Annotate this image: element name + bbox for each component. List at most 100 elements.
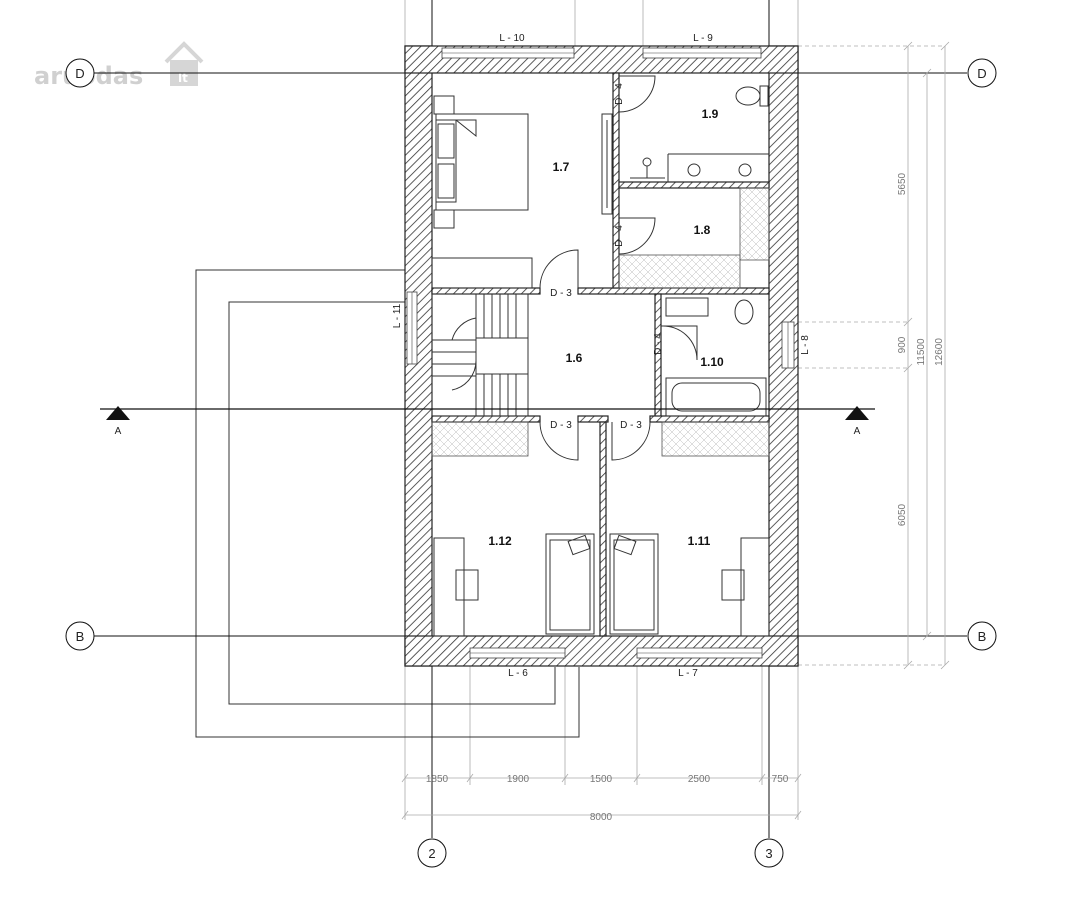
- furniture-bedroom-17: [431, 95, 613, 289]
- axis-label-3: 3: [765, 846, 772, 861]
- axis-bubble-b-left: [65, 621, 95, 651]
- door-label-d4-mid: D - 4: [614, 225, 625, 247]
- axis-label-d-left: D: [75, 66, 84, 81]
- window-label-l10: L - 10: [499, 33, 525, 44]
- dim-bottom-3: 1500: [590, 774, 613, 785]
- axis-label-b-left: B: [76, 629, 85, 644]
- furniture-rooms-111-112: [431, 421, 770, 637]
- door-label-d3-left: D - 3: [550, 420, 572, 431]
- axis-bubble-2: [417, 838, 447, 868]
- dim-right-11500: 11500: [916, 338, 927, 366]
- dim-bottom-4: 2500: [688, 774, 711, 785]
- toilet-19: [735, 86, 761, 106]
- furniture-bathroom-110: [665, 297, 767, 417]
- window-label-l11: L - 11: [392, 303, 403, 328]
- watermark-roof-icon: [164, 41, 204, 64]
- desk-111: [740, 537, 770, 637]
- bedroom-shelf: [431, 257, 533, 289]
- dim-right-5650: 5650: [897, 172, 908, 195]
- room-1-8: 1.8: [694, 223, 711, 237]
- section-label-right: A: [854, 426, 861, 437]
- dim-right-900: 900: [897, 336, 908, 353]
- bedroom-wardrobe: [601, 113, 613, 215]
- dim-total-width: 8000: [590, 812, 613, 823]
- door-label-d3-hall: D - 3: [550, 288, 572, 299]
- wardrobe-112: [431, 421, 529, 457]
- room-1-6: 1.6: [566, 351, 583, 365]
- toilet-110: [734, 299, 754, 325]
- section-arrow-right-icon: [845, 406, 869, 420]
- dim-right-12600: 12600: [934, 338, 945, 366]
- windows: [406, 47, 795, 659]
- section-arrow-left-icon: [106, 406, 130, 420]
- staircase: [431, 293, 529, 417]
- shower-head: [642, 157, 652, 167]
- door-label-d3-right: D - 3: [620, 420, 642, 431]
- dimension-chain-bottom: [401, 773, 802, 820]
- watermark-tld: lt: [178, 71, 188, 85]
- furniture-bathroom-19: [630, 85, 769, 182]
- sink-110: [665, 297, 709, 317]
- terrace-outline: [195, 269, 580, 738]
- axis-bubbles: [65, 58, 997, 868]
- wall-hall-top-left: [431, 287, 541, 295]
- dim-bottom-1: 1850: [426, 774, 449, 785]
- wall-hall-top-right: [577, 287, 770, 295]
- axis-label-d-right: D: [977, 66, 986, 81]
- door-swing-d4-mid: [618, 217, 656, 255]
- door-label-d4-top: D - 4: [614, 83, 625, 105]
- section-line: [100, 406, 875, 420]
- wall-110-west: [654, 293, 662, 421]
- nightstand-bottom: [433, 209, 455, 229]
- watermark-logo: aruodas lt: [34, 41, 204, 90]
- door-swing-d3-left: [539, 421, 579, 461]
- sink-19b: [738, 163, 752, 177]
- window-label-l7: L - 7: [678, 668, 698, 679]
- doors: [539, 75, 698, 461]
- wall-hall-bottom-right: [649, 415, 770, 423]
- double-bed: [435, 113, 529, 211]
- axis-label-b-right: B: [978, 629, 987, 644]
- dim-bottom-5: 750: [772, 774, 789, 785]
- bed-111: [609, 533, 659, 635]
- storage-18: [739, 187, 770, 261]
- door-swing-d4-top: [618, 75, 656, 113]
- room-1-11: 1.11: [688, 534, 711, 548]
- section-label-left: A: [115, 426, 122, 437]
- wall-19-18: [618, 181, 770, 189]
- axis-bubble-b-right: [967, 621, 997, 651]
- furniture-room-18: [618, 187, 770, 289]
- extension-lines: [404, 0, 945, 820]
- window-label-l6: L - 6: [508, 668, 528, 679]
- window-label-l8: L - 8: [800, 335, 811, 355]
- axis-label-2: 2: [428, 846, 435, 861]
- door-label-d4-bath: D - 4: [653, 333, 664, 355]
- bathtub: [665, 377, 767, 417]
- wall-112-111: [599, 421, 607, 637]
- nightstand-top: [433, 95, 455, 115]
- wall-hall-bottom-mid: [577, 415, 609, 423]
- bed-112: [545, 533, 595, 635]
- room-1-7: 1.7: [553, 160, 570, 174]
- wall-bath-west: [612, 72, 620, 289]
- chair-112: [455, 569, 479, 601]
- door-swing-d4-bath: [660, 325, 698, 361]
- axis-bubble-d-right: [967, 58, 997, 88]
- room-1-10: 1.10: [700, 355, 724, 369]
- axis-bubble-3: [754, 838, 784, 868]
- door-swing-d3-right: [611, 421, 651, 461]
- room-1-9: 1.9: [702, 107, 719, 121]
- wardrobe-111: [661, 421, 770, 457]
- dim-right-6050: 6050: [897, 503, 908, 526]
- dim-bottom-2: 1900: [507, 774, 530, 785]
- axis-bubble-d-left: [65, 58, 95, 88]
- window-label-l9: L - 9: [693, 33, 713, 44]
- sink-19a: [687, 163, 701, 177]
- chair-111: [721, 569, 745, 601]
- wardrobe-18: [618, 254, 741, 289]
- wall-hall-bottom-left: [431, 415, 541, 423]
- dimension-chain-right: [903, 41, 950, 670]
- door-swing-d3-hall: [539, 249, 579, 289]
- desk-112: [433, 537, 465, 637]
